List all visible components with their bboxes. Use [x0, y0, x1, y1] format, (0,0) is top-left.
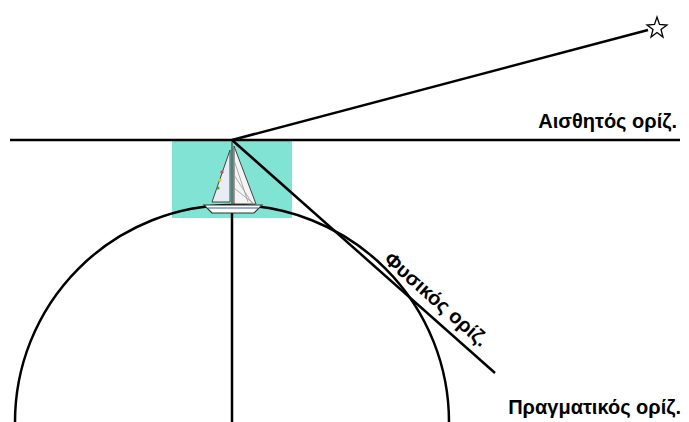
true-horizon-label: Πραγματικός ορίζ.	[508, 396, 681, 418]
visible-horizon-line	[232, 140, 495, 373]
vertical-line	[231, 213, 234, 422]
earth-circle	[15, 205, 449, 422]
sailboat	[204, 142, 262, 213]
sensible-horizon-label: Αισθητός ορίζ.	[538, 110, 677, 132]
sensible-horizon-line	[10, 139, 680, 142]
boat-panel	[172, 140, 292, 218]
star-symbol	[647, 17, 667, 37]
visible-horizon-label: Φυσικός ορίζ.	[380, 247, 493, 350]
